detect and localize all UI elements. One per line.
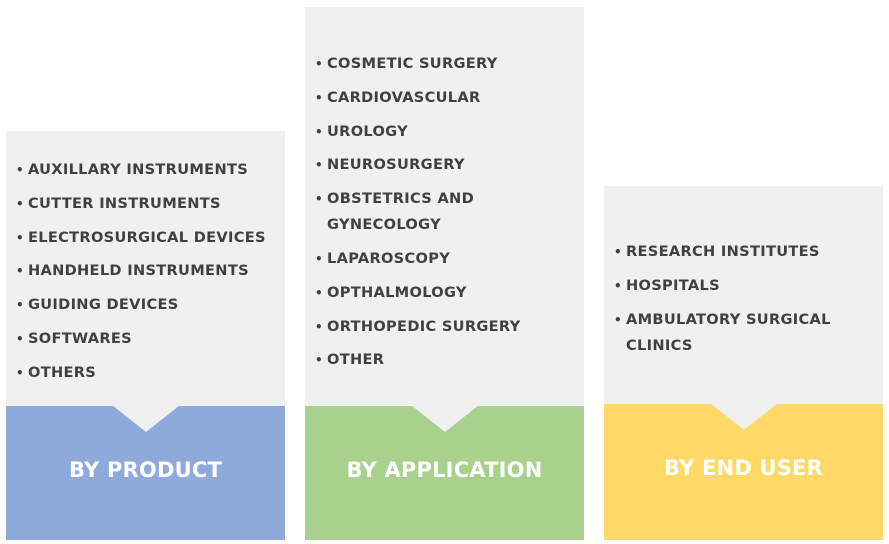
list-item: •LAPAROSCOPY <box>315 246 576 272</box>
bullet-icon: • <box>16 196 24 211</box>
bullet-icon: • <box>315 57 323 71</box>
footer-by-application: BY APPLICATION <box>305 405 584 540</box>
panel-by-end-user: •RESEARCH INSTITUTES •HOSPITALS •AMBULAT… <box>604 186 883 540</box>
footer-by-product: BY PRODUCT <box>6 405 285 540</box>
list-item: •ELECTROSURGICAL DEVICES <box>16 225 277 251</box>
list-item: •AUXILLARY INSTRUMENTS <box>16 157 277 183</box>
bullet-icon: • <box>16 163 24 177</box>
bullet-icon: • <box>315 285 323 300</box>
list-item: •OBSTETRICS AND GYNECOLOGY <box>315 186 576 238</box>
list-item: •OTHER <box>315 347 576 373</box>
list-item: •CUTTER INSTRUMENTS <box>16 191 277 217</box>
bullet-icon: • <box>315 158 323 173</box>
panel-title: BY APPLICATION <box>346 458 543 482</box>
list-item: •CARDIOVASCULAR <box>315 85 576 111</box>
bullet-icon: • <box>315 251 323 266</box>
list-item: •UROLOGY <box>315 119 576 145</box>
list-item: •RESEARCH INSTITUTES <box>614 239 875 265</box>
panel-by-application: •COSMETIC SURGERY •CARDIOVASCULAR •UROLO… <box>305 7 584 540</box>
panel-title: BY END USER <box>664 456 823 480</box>
list-item: •SOFTWARES <box>16 326 277 352</box>
bullet-icon: • <box>614 312 622 327</box>
list-item: •ORTHOPEDIC SURGERY <box>315 314 576 340</box>
end-user-list: •RESEARCH INSTITUTES •HOSPITALS •AMBULAT… <box>614 239 875 366</box>
bullet-icon: • <box>315 90 323 105</box>
list-item: •HOSPITALS <box>614 273 875 299</box>
list-item: •COSMETIC SURGERY <box>315 51 576 77</box>
bullet-icon: • <box>315 192 323 207</box>
application-list: •COSMETIC SURGERY •CARDIOVASCULAR •UROLO… <box>315 51 576 381</box>
panel-title: BY PRODUCT <box>68 458 222 482</box>
bullet-icon: • <box>16 298 24 313</box>
bullet-icon: • <box>614 278 622 293</box>
list-item: •GUIDING DEVICES <box>16 292 277 318</box>
bullet-icon: • <box>16 365 24 380</box>
list-item: •AMBULATORY SURGICAL CLINICS <box>614 307 875 359</box>
bullet-icon: • <box>16 331 24 346</box>
list-item: •OPTHALMOLOGY <box>315 280 576 306</box>
notch-arrow-icon <box>410 405 479 432</box>
panel-by-product: •AUXILLARY INSTRUMENTS •CUTTER INSTRUMEN… <box>6 131 285 540</box>
list-item: •OTHERS <box>16 360 277 386</box>
footer-by-end-user: BY END USER <box>604 403 883 540</box>
product-list: •AUXILLARY INSTRUMENTS •CUTTER INSTRUMEN… <box>16 157 277 394</box>
notch-arrow-icon <box>111 405 180 432</box>
list-item: •HANDHELD INSTRUMENTS <box>16 258 277 284</box>
bullet-icon: • <box>16 264 24 279</box>
notch-arrow-icon <box>709 403 778 430</box>
bullet-icon: • <box>315 319 323 334</box>
bullet-icon: • <box>16 230 24 245</box>
bullet-icon: • <box>315 353 323 368</box>
list-item: •NEUROSURGERY <box>315 152 576 178</box>
bullet-icon: • <box>315 124 323 139</box>
bullet-icon: • <box>614 245 622 259</box>
